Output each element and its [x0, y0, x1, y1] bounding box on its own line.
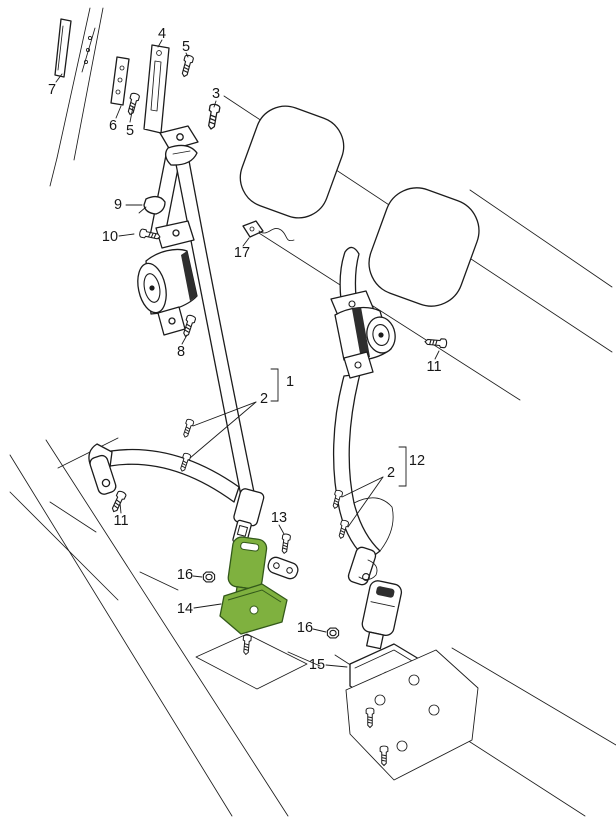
anchor-link-plate: [267, 556, 299, 580]
part-mount-strip-6: [110, 56, 130, 106]
callout-1[interactable]: 1: [285, 373, 295, 390]
callout-4[interactable]: 4: [157, 25, 167, 42]
headrest-left: [239, 105, 345, 219]
retractor-left: [137, 220, 198, 336]
bolt-floor-upper: [365, 707, 375, 728]
buckle-right: [361, 580, 403, 650]
bolt-3: [205, 103, 221, 131]
callout-5-right[interactable]: 5: [181, 38, 191, 55]
floor-plate-right: [345, 649, 479, 781]
floor-plate-left: [195, 633, 308, 690]
callout-8[interactable]: 8: [176, 343, 186, 360]
leader-lines: [55, 39, 440, 668]
callout-12[interactable]: 12: [408, 452, 426, 469]
part-guide-hook-9: [138, 195, 166, 215]
part-trim-strip-7: [54, 18, 72, 78]
bolt-floor-lower: [379, 745, 389, 766]
callout-17[interactable]: 17: [233, 244, 251, 261]
callout-3[interactable]: 3: [211, 85, 221, 102]
part-height-adjuster-rail-4: [143, 44, 170, 134]
callout-9[interactable]: 9: [113, 196, 123, 213]
nut-16-right: [326, 627, 340, 639]
callout-15[interactable]: 15: [308, 656, 326, 673]
bolt-under-green-bracket: [241, 634, 252, 656]
callout-6[interactable]: 6: [108, 117, 118, 134]
bolt-5-right: [179, 53, 195, 79]
callout-14[interactable]: 14: [176, 600, 194, 617]
buckle-green-14: [219, 536, 288, 635]
callout-16-left[interactable]: 16: [176, 566, 194, 583]
retractor-right: [330, 290, 396, 379]
bolt-11-left: [109, 489, 128, 514]
belt-anchor-left: [88, 443, 117, 495]
callout-11-left[interactable]: 11: [113, 512, 129, 529]
callout-10[interactable]: 10: [101, 228, 119, 245]
callout-7[interactable]: 7: [47, 81, 57, 98]
part-clip-wire-17: [242, 220, 295, 242]
pillar-detail-holes: [83, 35, 93, 65]
bolt-5-left: [125, 91, 141, 117]
callout-16-right[interactable]: 16: [296, 619, 314, 636]
callout-2-left[interactable]: 2: [259, 390, 269, 407]
bolt-2-left-upper: [181, 418, 195, 439]
bolt-13: [279, 533, 292, 555]
seat-belt-right-webbing: [332, 246, 394, 561]
callout-2-right[interactable]: 2: [386, 464, 396, 481]
nut-16-left: [202, 571, 216, 583]
belt-anchor-right: [347, 546, 378, 586]
belt-upper-anchor-left: [159, 125, 199, 166]
headrest-right: [368, 187, 480, 307]
callout-11-right[interactable]: 11: [426, 358, 442, 375]
callout-13[interactable]: 13: [270, 509, 288, 526]
callout-5-left[interactable]: 5: [125, 122, 135, 139]
